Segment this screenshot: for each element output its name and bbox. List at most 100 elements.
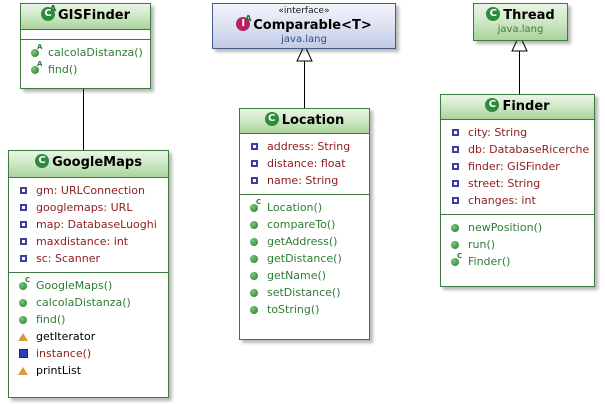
field-icon [450, 160, 463, 173]
member-label: compareTo() [267, 218, 336, 231]
member-row[interactable]: address: String [240, 138, 369, 155]
methods-compartment-gisfinder: calcolaDistanza() find() [21, 40, 150, 82]
class-box-location[interactable]: Location address: String distance: float… [239, 108, 370, 340]
blue-square-icon [18, 347, 31, 360]
member-row[interactable]: calcolaDistanza() [9, 294, 168, 311]
method-icon [450, 221, 463, 234]
class-abstract-icon: A [41, 5, 56, 21]
member-label: instance() [36, 347, 92, 360]
member-row[interactable]: city: String [441, 124, 594, 141]
member-label: name: String [267, 174, 339, 187]
member-label: db: DatabaseRicerche [468, 143, 590, 156]
member-label: find() [36, 313, 66, 326]
interface-box-comparable[interactable]: «interface» AComparable<T> java.lang [212, 3, 396, 49]
field-icon [249, 140, 262, 153]
member-row[interactable]: newPosition() [441, 219, 594, 236]
method-constructor-icon [450, 253, 463, 268]
member-row[interactable]: compareTo() [240, 216, 369, 233]
field-icon [249, 157, 262, 170]
methods-compartment-location: Location() compareTo() getAddress() getD… [240, 195, 369, 322]
member-label: Location() [267, 201, 323, 214]
generalization-arrowhead [511, 34, 528, 52]
field-icon [18, 201, 31, 214]
class-header-finder: Finder [441, 95, 594, 120]
fields-compartment-googlemaps: gm: URLConnection googlemaps: URL map: D… [9, 178, 168, 273]
member-label: gm: URLConnection [36, 184, 145, 197]
package-label: java.lang [281, 34, 327, 45]
member-label: run() [468, 238, 496, 251]
connector-line [519, 50, 520, 94]
member-row[interactable]: Finder() [441, 253, 594, 270]
method-icon [18, 313, 31, 326]
class-name: Finder [502, 99, 550, 114]
member-row[interactable]: finder: GISFinder [441, 158, 594, 175]
generalization-arrowhead [296, 44, 313, 62]
interface-abstract-icon: A [236, 15, 251, 31]
member-label: getIterator [36, 330, 96, 343]
field-icon [249, 174, 262, 187]
member-row[interactable]: run() [441, 236, 594, 253]
stereotype-label: «interface» [278, 6, 330, 16]
field-icon [450, 194, 463, 207]
class-name: Location [281, 113, 345, 128]
member-row[interactable]: googlemaps: URL [9, 199, 168, 216]
member-row[interactable]: distance: float [240, 155, 369, 172]
member-row[interactable]: gm: URLConnection [9, 182, 168, 199]
field-icon [18, 252, 31, 265]
class-box-finder[interactable]: Finder city: String db: DatabaseRicerche… [440, 94, 595, 287]
class-box-thread[interactable]: Thread java.lang [473, 3, 568, 41]
class-icon [485, 98, 500, 112]
member-label: toString() [267, 303, 320, 316]
member-row[interactable]: setDistance() [240, 284, 369, 301]
member-row[interactable]: toString() [240, 301, 369, 318]
member-label: googlemaps: URL [36, 201, 133, 214]
member-label: newPosition() [468, 221, 543, 234]
member-label: Finder() [468, 255, 511, 268]
member-row[interactable]: find() [9, 311, 168, 328]
member-row[interactable]: maxdistance: int [9, 233, 168, 250]
member-label: finder: GISFinder [468, 160, 560, 173]
fields-compartment-gisfinder [21, 30, 150, 40]
member-row[interactable]: getAddress() [240, 233, 369, 250]
member-row[interactable]: name: String [240, 172, 369, 189]
member-row[interactable]: getName() [240, 267, 369, 284]
member-row[interactable]: find() [21, 61, 150, 78]
class-header-gisfinder: AGISFinder [21, 4, 150, 30]
class-title-row: Finder [445, 98, 590, 115]
class-box-gisfinder[interactable]: AGISFinder calcolaDistanza() find() [20, 3, 151, 89]
member-row[interactable]: printList [9, 362, 168, 379]
field-icon [450, 143, 463, 156]
class-title-row: Thread [478, 7, 563, 24]
method-abstract-icon [30, 44, 43, 59]
interface-header-comparable: «interface» AComparable<T> java.lang [213, 4, 395, 48]
class-title-row: GoogleMaps [13, 154, 164, 171]
member-label: distance: float [267, 157, 346, 170]
member-label: find() [48, 63, 78, 76]
class-header-location: Location [240, 109, 369, 134]
interface-title-row: AComparable<T> [217, 15, 391, 34]
class-title-row: AGISFinder [25, 5, 146, 24]
field-icon [450, 177, 463, 190]
member-row[interactable]: sc: Scanner [9, 250, 168, 267]
member-row[interactable]: changes: int [441, 192, 594, 209]
member-row[interactable]: calcolaDistanza() [21, 44, 150, 61]
member-label: getName() [267, 269, 327, 282]
member-row[interactable]: map: DatabaseLuoghi [9, 216, 168, 233]
class-box-googlemaps[interactable]: GoogleMaps gm: URLConnection googlemaps:… [8, 150, 169, 398]
member-row[interactable]: db: DatabaseRicerche [441, 141, 594, 158]
member-row[interactable]: Location() [240, 199, 369, 216]
method-icon [249, 286, 262, 299]
member-row[interactable]: street: String [441, 175, 594, 192]
member-label: map: DatabaseLuoghi [36, 218, 157, 231]
method-abstract-icon [30, 61, 43, 76]
member-row[interactable]: getDistance() [240, 250, 369, 267]
connector-line [83, 88, 84, 150]
field-icon [18, 218, 31, 231]
warning-triangle-icon [18, 364, 31, 377]
method-icon [249, 235, 262, 248]
class-icon [35, 154, 50, 168]
member-row[interactable]: GoogleMaps() [9, 277, 168, 294]
member-row[interactable]: instance() [9, 345, 168, 362]
method-constructor-icon [18, 277, 31, 292]
member-row[interactable]: getIterator [9, 328, 168, 345]
